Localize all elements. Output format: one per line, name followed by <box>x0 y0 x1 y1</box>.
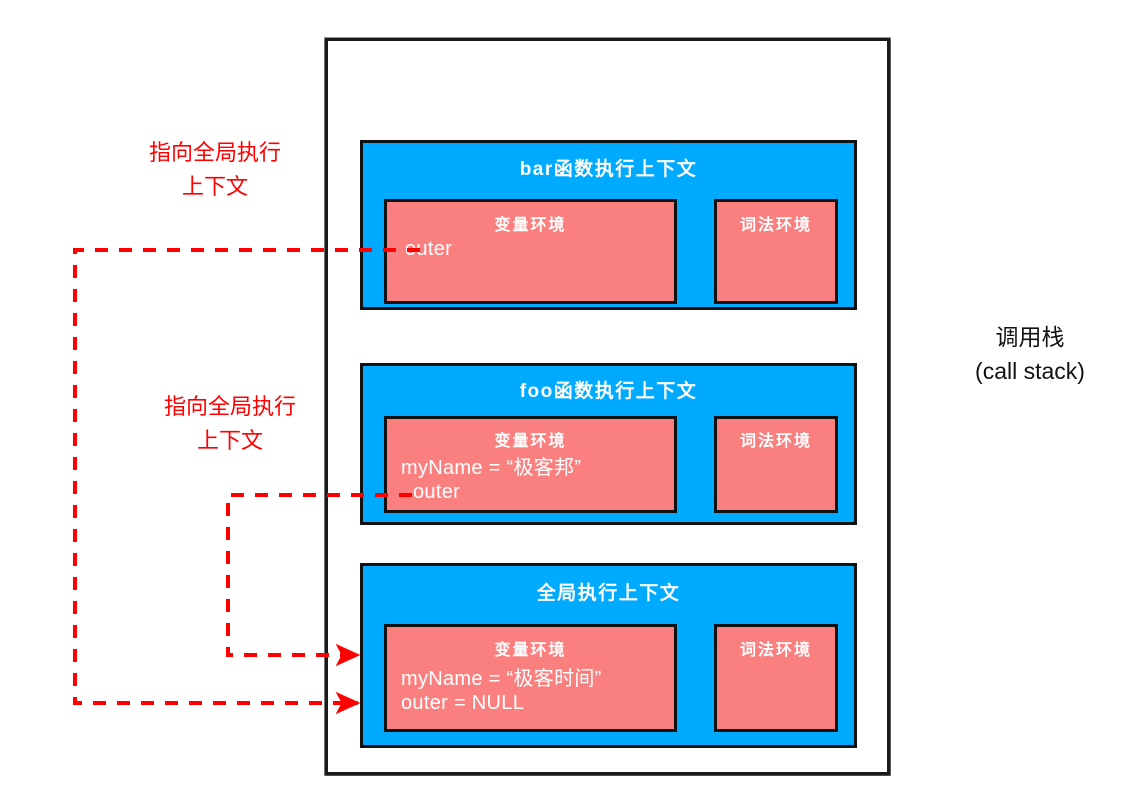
lexical-environment-title-bar: 词法环境 <box>739 217 812 234</box>
variable-environment-title-foo: 变量环境 <box>494 433 567 450</box>
lexical-environment-title-foo: 词法环境 <box>739 433 812 450</box>
lexical-environment-bar: 词法环境 <box>714 199 838 304</box>
variable-entry-myname-global: myName = “极客时间” <box>401 668 602 690</box>
lexical-environment-foo: 词法环境 <box>714 416 838 513</box>
context-title-bar: bar函数执行上下文 <box>519 159 698 180</box>
variable-environment-title-global: 变量环境 <box>494 642 567 659</box>
annotation-foo-outer-pointer: 指向全局执行 上下文 <box>163 394 296 453</box>
execution-context-foo: foo函数执行上下文 变量环境 myName = “极客邦” outer 词法环… <box>360 363 857 525</box>
variable-entry-outer-bar: outer <box>405 238 453 260</box>
execution-context-bar: bar函数执行上下文 变量环境 outer 词法环境 <box>360 140 857 310</box>
variable-environment-title-bar: 变量环境 <box>494 217 567 234</box>
variable-environment-bar: 变量环境 outer <box>384 199 677 304</box>
variable-entry-outer-foo: outer <box>413 481 461 503</box>
context-title-foo: foo函数执行上下文 <box>519 381 698 402</box>
variable-environment-foo: 变量环境 myName = “极客邦” outer <box>384 416 677 513</box>
variable-entry-outer-global: outer = NULL <box>401 692 525 714</box>
lexical-environment-global: 词法环境 <box>714 624 838 732</box>
annotation-bar-outer-pointer: 指向全局执行 上下文 <box>148 140 281 199</box>
variable-entry-myname-foo: myName = “极客邦” <box>401 457 582 479</box>
call-stack-label: 调用栈 (call stack) <box>975 324 1085 384</box>
context-title-global: 全局执行上下文 <box>536 583 681 604</box>
execution-context-global: 全局执行上下文 变量环境 myName = “极客时间” outer = NUL… <box>360 563 857 748</box>
variable-environment-global: 变量环境 myName = “极客时间” outer = NULL <box>384 624 677 732</box>
lexical-environment-title-global: 词法环境 <box>739 642 812 659</box>
